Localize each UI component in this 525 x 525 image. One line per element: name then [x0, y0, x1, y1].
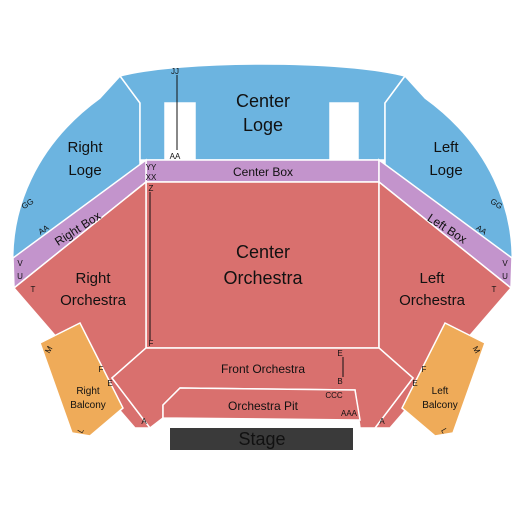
row-label: U — [17, 272, 23, 281]
label-left-balcony-2: Balcony — [422, 400, 458, 411]
row-label: E — [337, 349, 342, 358]
label-left-orchestra-1: Left — [419, 270, 445, 287]
row-label: V — [502, 259, 508, 268]
label-stage: Stage — [238, 429, 285, 449]
label-left-balcony-1: Left — [432, 386, 449, 397]
label-center-orchestra-2: Orchestra — [223, 268, 303, 288]
row-label: T — [31, 285, 36, 294]
row-label: M — [471, 345, 482, 356]
row-label: F — [422, 365, 427, 374]
label-right-balcony-2: Balcony — [70, 400, 106, 411]
label-center-box: Center Box — [233, 165, 293, 179]
row-label: F — [149, 339, 154, 348]
row-label: V — [17, 259, 23, 268]
label-right-orchestra-2: Orchestra — [60, 292, 127, 309]
row-label: B — [337, 377, 342, 386]
label-left-loge-1: Left — [433, 139, 459, 156]
row-label: Z — [149, 184, 154, 193]
label-right-balcony-1: Right — [76, 386, 100, 397]
label-right-loge-2: Loge — [68, 162, 101, 179]
row-label: AA — [170, 152, 181, 161]
row-label: U — [502, 272, 508, 281]
row-label: YY — [146, 163, 157, 172]
row-label: M — [43, 344, 54, 355]
row-label: A — [379, 417, 385, 426]
section-center-orchestra[interactable] — [145, 181, 380, 349]
section-left-balcony[interactable] — [401, 321, 486, 437]
row-label: T — [492, 285, 497, 294]
label-left-orchestra-2: Orchestra — [399, 292, 466, 309]
row-label: JJ — [171, 67, 179, 76]
label-center-loge-1: Center — [236, 91, 290, 111]
stage — [170, 428, 353, 450]
section-orchestra-pit[interactable] — [162, 387, 361, 421]
section-right-balcony[interactable] — [39, 321, 124, 437]
row-label: E — [107, 379, 112, 388]
row-label: F — [99, 365, 104, 374]
label-left-loge-2: Loge — [429, 162, 462, 179]
label-center-orchestra-1: Center — [236, 242, 290, 262]
row-label: CCC — [325, 391, 343, 400]
row-label: L — [76, 426, 86, 435]
row-label: E — [412, 379, 417, 388]
label-right-loge-1: Right — [67, 139, 103, 156]
label-front-orchestra: Front Orchestra — [221, 362, 305, 376]
row-label: AAA — [341, 409, 358, 418]
label-center-loge-2: Loge — [243, 115, 283, 135]
label-orchestra-pit: Orchestra Pit — [228, 399, 299, 413]
label-right-orchestra-1: Right — [75, 270, 111, 287]
row-label: L — [439, 427, 449, 436]
row-label: A — [141, 417, 147, 426]
section-center-loge[interactable] — [118, 63, 407, 161]
row-label: XX — [146, 173, 157, 182]
